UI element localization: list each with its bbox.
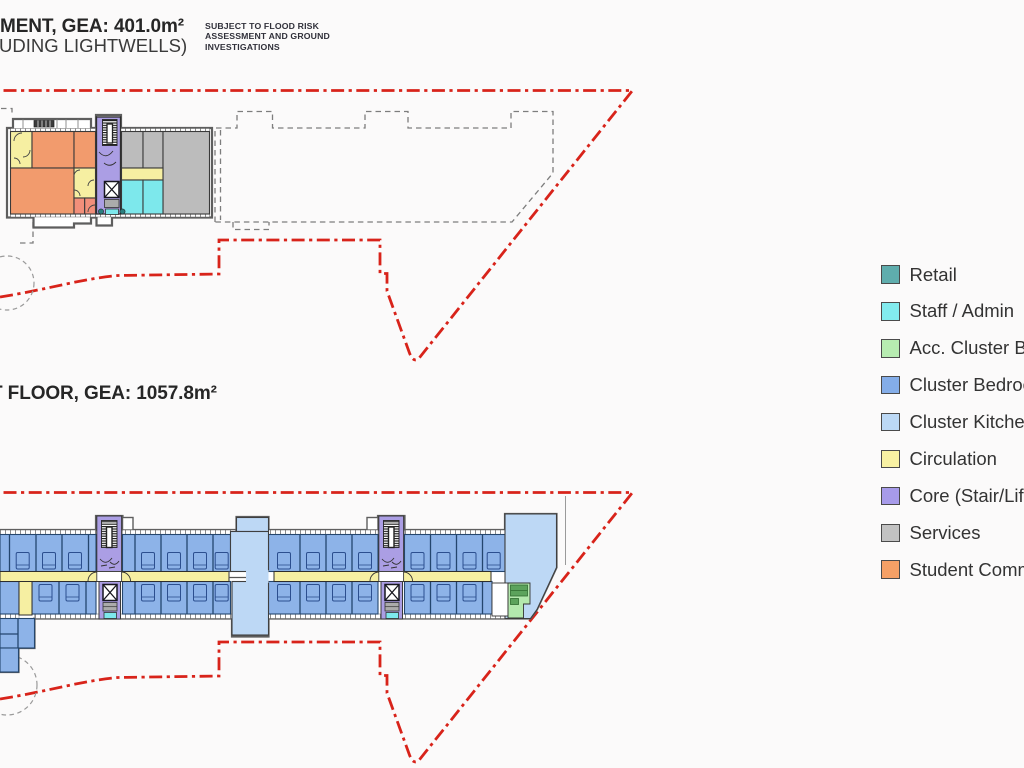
legend-item-acc-cluster-bedroom: Acc. Cluster B (881, 337, 1024, 359)
acc-cluster-bedroom-swatch (881, 339, 900, 358)
legend-label: Core (Stair/Lif (909, 484, 1024, 506)
building-right-end (491, 513, 558, 620)
basement-room-store-b (84, 197, 97, 215)
basement-room-services-b (142, 130, 164, 169)
legend-item-cluster-kitchen: Cluster Kitche (881, 411, 1024, 433)
bedroom-dividers-lower (0, 581, 484, 648)
legend-label: Retail (909, 263, 957, 285)
cluster-bedroom-swatch (881, 375, 900, 395)
circulation-swatch (881, 449, 900, 469)
legend-item-staff-admin: Staff / Admin (881, 300, 1015, 322)
core-swatch (881, 486, 900, 506)
services-swatch (881, 523, 900, 543)
legend-label: Cluster Kitche (909, 411, 1024, 433)
legend-item-cluster-bedroom: Cluster Bedroo (881, 374, 1024, 396)
basement-room-common-a (31, 130, 75, 169)
legend-item-services: Services (881, 521, 981, 543)
note-line-2: ASSESSMENT AND GROUND (205, 31, 330, 42)
basement-room-circulation-left (9, 130, 33, 169)
basement-room-services-c (162, 130, 211, 215)
bedroom-dividers-upper (8, 534, 484, 572)
basement-plan (5, 113, 214, 229)
legend-label: Services (909, 521, 981, 543)
legend-item-core: Core (Stair/Lif (881, 484, 1024, 506)
basement-room-services-a (120, 130, 144, 169)
legend-label: Circulation (909, 448, 997, 469)
legend-item-student-common: Student Comm (881, 558, 1024, 580)
first-floor-plan (0, 512, 558, 674)
first-floor-title: T FLOOR, GEA: 1057.8m² (0, 383, 217, 404)
note-line-3: INVESTIGATIONS (205, 41, 280, 52)
legend-label: Acc. Cluster B (909, 337, 1024, 359)
basement-room-staff-a (120, 179, 144, 215)
flood-risk-note: SUBJECT TO FLOOD RISK ASSESSMENT AND GRO… (205, 21, 330, 52)
basement-room-common-b (73, 130, 97, 169)
basement-room-circulation-right (120, 167, 164, 181)
basement-room-circulation-mid (73, 167, 97, 199)
legend-label: Staff / Admin (909, 300, 1015, 322)
dashed-arc-annotations (0, 255, 38, 716)
basement-room-store-a (73, 197, 86, 215)
basement-room-staff-b (142, 179, 164, 215)
basement-core (95, 116, 126, 215)
cluster-kitchen-block (228, 516, 270, 636)
basement-room-common-c (9, 167, 75, 215)
basement-subtitle: UDING LIGHTWELLS) (0, 35, 188, 56)
site-boundary-basement (0, 89, 636, 362)
student-common-swatch (881, 560, 900, 579)
staff-admin-swatch (881, 302, 900, 321)
basement-title: MENT, GEA: 401.0m² (0, 16, 185, 37)
site-boundary-first-floor (0, 491, 636, 764)
legend-label: Student Comm (909, 558, 1024, 580)
right-end-white-room (491, 582, 509, 617)
basement-door-arcs (13, 132, 96, 213)
legend-label: Cluster Bedroo (909, 374, 1024, 396)
legend-item-circulation: Circulation (881, 448, 997, 469)
retail-swatch (881, 265, 900, 284)
legend-item-retail: Retail (881, 263, 957, 285)
cluster-kitchen-swatch (881, 412, 900, 432)
note-line-1: SUBJECT TO FLOOD RISK (205, 21, 320, 31)
footprint-dashed-outline (1, 107, 554, 244)
